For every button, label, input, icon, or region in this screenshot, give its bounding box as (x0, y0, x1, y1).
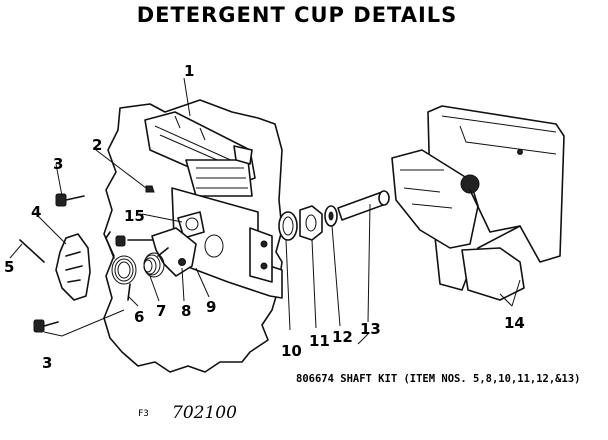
screw-mid-icon (115, 235, 126, 247)
latch-icon (55, 233, 91, 301)
callout-6: 6 (134, 308, 144, 326)
torsion-spring-icon (105, 231, 137, 301)
screw-bottom-icon (33, 319, 59, 333)
callout-1: 1 (184, 62, 194, 80)
leader-lines (9, 77, 521, 345)
callout-4: 4 (31, 203, 41, 221)
handwritten-number: 702100 (172, 403, 237, 423)
screw-top-icon (55, 193, 85, 207)
callout-14: 14 (504, 314, 525, 332)
nut-icon (299, 205, 323, 241)
callout-13: 13 (360, 320, 381, 338)
coil-spring-icon (143, 247, 169, 278)
screw-small-icon (145, 185, 155, 193)
callout-2: 2 (92, 136, 102, 154)
callout-12: 12 (332, 328, 353, 346)
diagram-title: DETERGENT CUP DETAILS (137, 3, 458, 27)
footer-code: F3 (138, 409, 149, 419)
gasket-ring-icon (278, 211, 298, 241)
callout-11: 11 (309, 332, 330, 350)
callout-15: 15 (124, 207, 145, 225)
washer-icon (324, 205, 338, 227)
callout-10: 10 (281, 342, 302, 360)
detergent-cup-body-icon (391, 105, 565, 301)
shaft-kit-note: 806674 SHAFT KIT (ITEM NOS. 5,8,10,11,12… (296, 373, 580, 385)
panel-outline-icon (103, 99, 283, 373)
cam-bracket-icon (127, 227, 197, 277)
lever-plate-icon (177, 211, 205, 239)
detergent-cup-lid-icon (144, 111, 256, 197)
callout-3-top: 3 (53, 155, 63, 173)
callout-8: 8 (181, 302, 191, 320)
callout-9: 9 (206, 298, 216, 316)
callout-5: 5 (4, 258, 14, 276)
shaft-icon (337, 190, 390, 221)
callout-7: 7 (156, 302, 166, 320)
pin-icon (19, 239, 45, 263)
callout-3-bottom: 3 (42, 354, 52, 372)
